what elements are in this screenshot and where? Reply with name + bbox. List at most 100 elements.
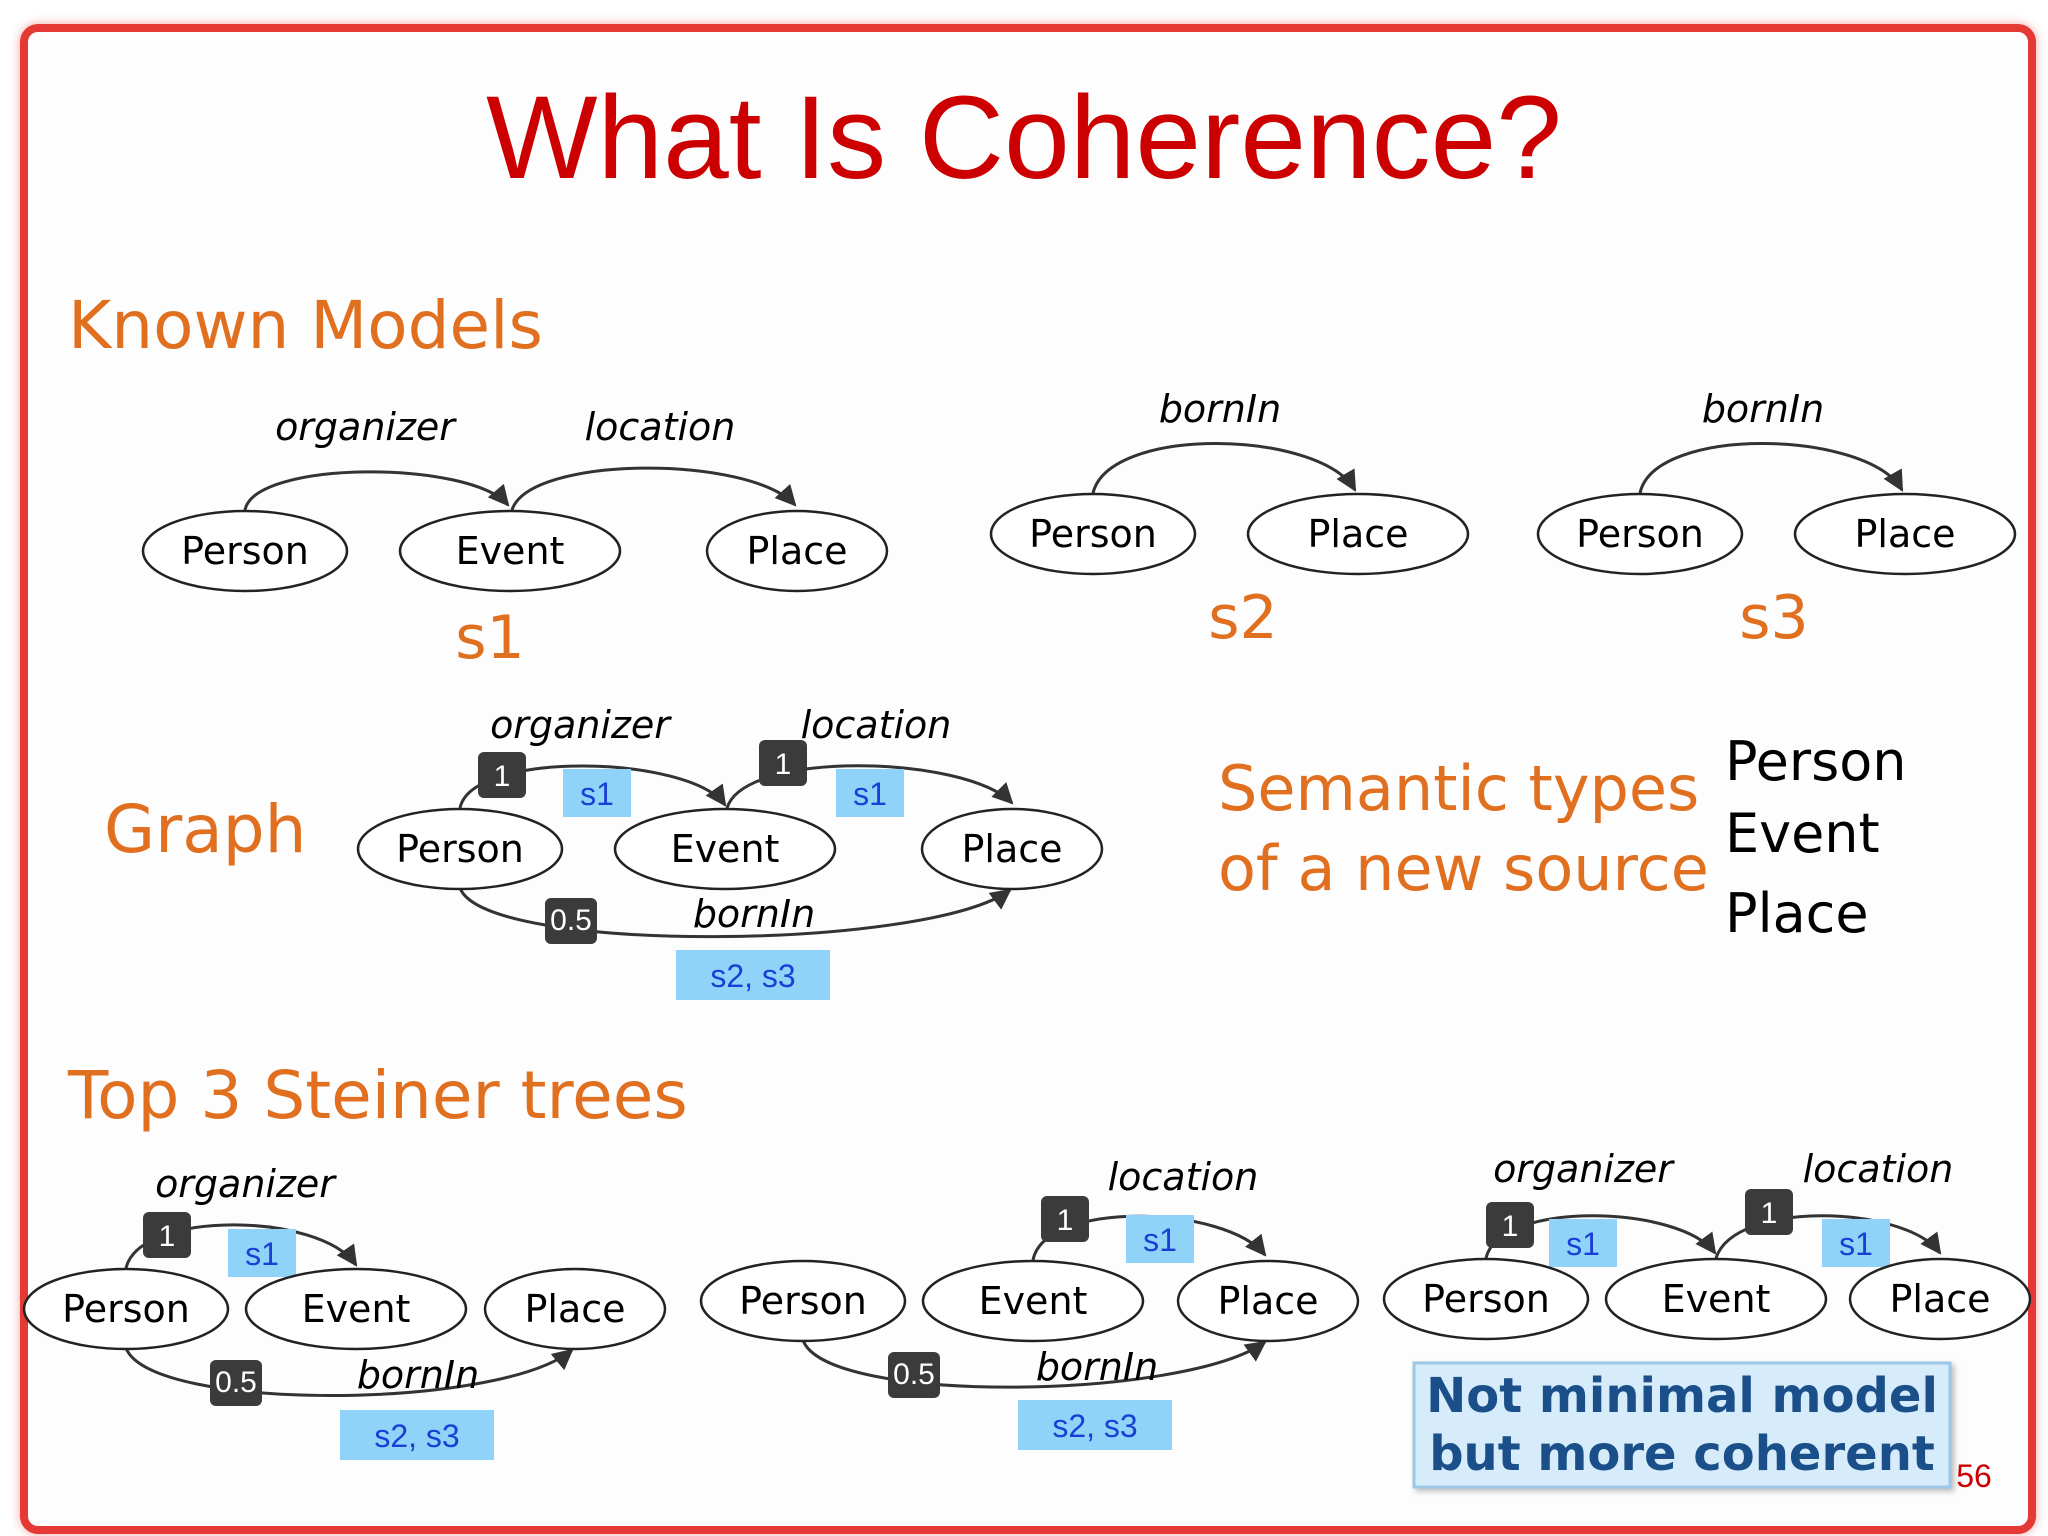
node-label: Place (961, 827, 1062, 871)
source-tag-label: s1 (580, 776, 614, 812)
semantic-type-event: Event (1725, 802, 1880, 865)
edge-bornIn (458, 887, 1012, 939)
node-event (613, 807, 837, 891)
source-tag (1549, 1219, 1617, 1267)
node-label: Event (302, 1287, 411, 1331)
source-tag (228, 1229, 296, 1277)
node-person (1382, 1257, 1590, 1341)
node-place (1246, 492, 1470, 576)
note-line-2: but more coherent (1429, 1426, 1935, 1482)
edge-bornIn (801, 1339, 1267, 1389)
edge-organizer (458, 764, 727, 809)
edge-label-location: location (801, 703, 952, 747)
source-tag (340, 1410, 494, 1460)
node-label: Person (1029, 512, 1157, 556)
slide-title: What Is Coherence? (486, 72, 1562, 204)
node-label: Person (181, 529, 309, 573)
weight-badge (1486, 1202, 1534, 1248)
source-tag-label: s1 (1566, 1226, 1600, 1262)
source-tag (1822, 1219, 1890, 1267)
weight-badge (210, 1360, 262, 1406)
merged-graph: organizer location bornIn 1 s1 1 s1 0.5 … (356, 703, 1104, 1000)
node-label: Place (524, 1287, 625, 1331)
node-label: Event (456, 529, 565, 573)
source-tag (676, 950, 830, 1000)
node-label: Person (62, 1287, 190, 1331)
node-label: Place (1217, 1279, 1318, 1323)
known-models-heading: Known Models (68, 287, 543, 364)
edge-label-bornIn: bornIn (1702, 387, 1824, 431)
node-event (921, 1259, 1145, 1343)
source-tag (1018, 1400, 1172, 1450)
steiner-tree-1: organizer bornIn 1 s1 0.5 s2, s3 Person … (22, 1162, 667, 1460)
node-event (398, 509, 622, 593)
source-label-s2: s2 (1208, 583, 1277, 653)
source-tag-label: s1 (853, 776, 887, 812)
source-tag-label: s1 (1839, 1226, 1873, 1262)
source-label-s1: s1 (455, 603, 524, 673)
edge-bornIn (1091, 442, 1357, 494)
edge-label-location: location (1108, 1155, 1259, 1199)
weight-badge (1041, 1196, 1089, 1242)
page-number: 56 (1956, 1458, 1992, 1494)
steiner-heading: Top 3 Steiner trees (67, 1057, 688, 1134)
edge-location (725, 764, 1014, 809)
edge-label-bornIn: bornIn (1159, 387, 1281, 431)
node-label: Person (396, 827, 524, 871)
edge-bornIn (1638, 442, 1904, 494)
node-label: Place (1889, 1277, 1990, 1321)
node-label: Person (1422, 1277, 1550, 1321)
node-event (244, 1267, 468, 1351)
model-s1: organizer location Person Event Place s1 (141, 405, 889, 673)
edge-label-organizer: organizer (155, 1162, 337, 1206)
node-person (356, 807, 564, 891)
note-box (1412, 1361, 1952, 1489)
steiner-tree-2: location bornIn 1 s1 0.5 s2, s3 Person E… (699, 1155, 1360, 1450)
semantic-types-line-1: Semantic types (1218, 752, 1699, 825)
edge-label-bornIn: bornIn (693, 892, 815, 936)
weight-badge (759, 740, 807, 786)
edge-location (1714, 1214, 1942, 1259)
weight-label: 1 (1057, 1204, 1074, 1237)
semantic-type-place: Place (1725, 882, 1869, 945)
node-person (141, 509, 349, 593)
weight-label: 0.5 (550, 904, 592, 937)
node-place (1176, 1259, 1360, 1343)
node-person (699, 1259, 907, 1343)
node-label: Place (1307, 512, 1408, 556)
node-label: Person (1576, 512, 1704, 556)
semantic-types-line-2: of a new source (1218, 832, 1709, 905)
node-event (1604, 1257, 1828, 1341)
source-tag-label: s2, s3 (710, 958, 795, 994)
weight-badge (478, 752, 526, 798)
source-tag-label: s1 (1143, 1222, 1177, 1258)
steiner-tree-3: organizer location 1 s1 1 s1 Person Even… (1382, 1147, 2032, 1341)
node-place (705, 509, 889, 593)
edge-label-bornIn: bornIn (357, 1353, 479, 1397)
weight-label: 1 (159, 1220, 176, 1253)
node-place (1793, 492, 2017, 576)
node-place (920, 807, 1104, 891)
edge-label-organizer: organizer (490, 703, 672, 747)
source-tag-label: s2, s3 (374, 1418, 459, 1454)
edge-bornIn (124, 1347, 574, 1397)
node-label: Place (1854, 512, 1955, 556)
node-label: Event (1662, 1277, 1771, 1321)
node-label: Event (979, 1279, 1088, 1323)
edge-location (510, 466, 797, 511)
source-tag-label: s1 (245, 1236, 279, 1272)
node-label: Event (671, 827, 780, 871)
node-label: Person (739, 1279, 867, 1323)
semantic-type-person: Person (1725, 730, 1906, 793)
weight-badge (545, 898, 597, 944)
source-label-s3: s3 (1739, 583, 1808, 653)
note-line-1: Not minimal model (1426, 1368, 1938, 1424)
edge-organizer (243, 470, 510, 511)
weight-badge (143, 1212, 191, 1258)
node-label: Place (746, 529, 847, 573)
node-person (989, 492, 1197, 576)
edge-label-location: location (585, 405, 736, 449)
weight-badge (1745, 1189, 1793, 1235)
node-person (22, 1267, 230, 1351)
